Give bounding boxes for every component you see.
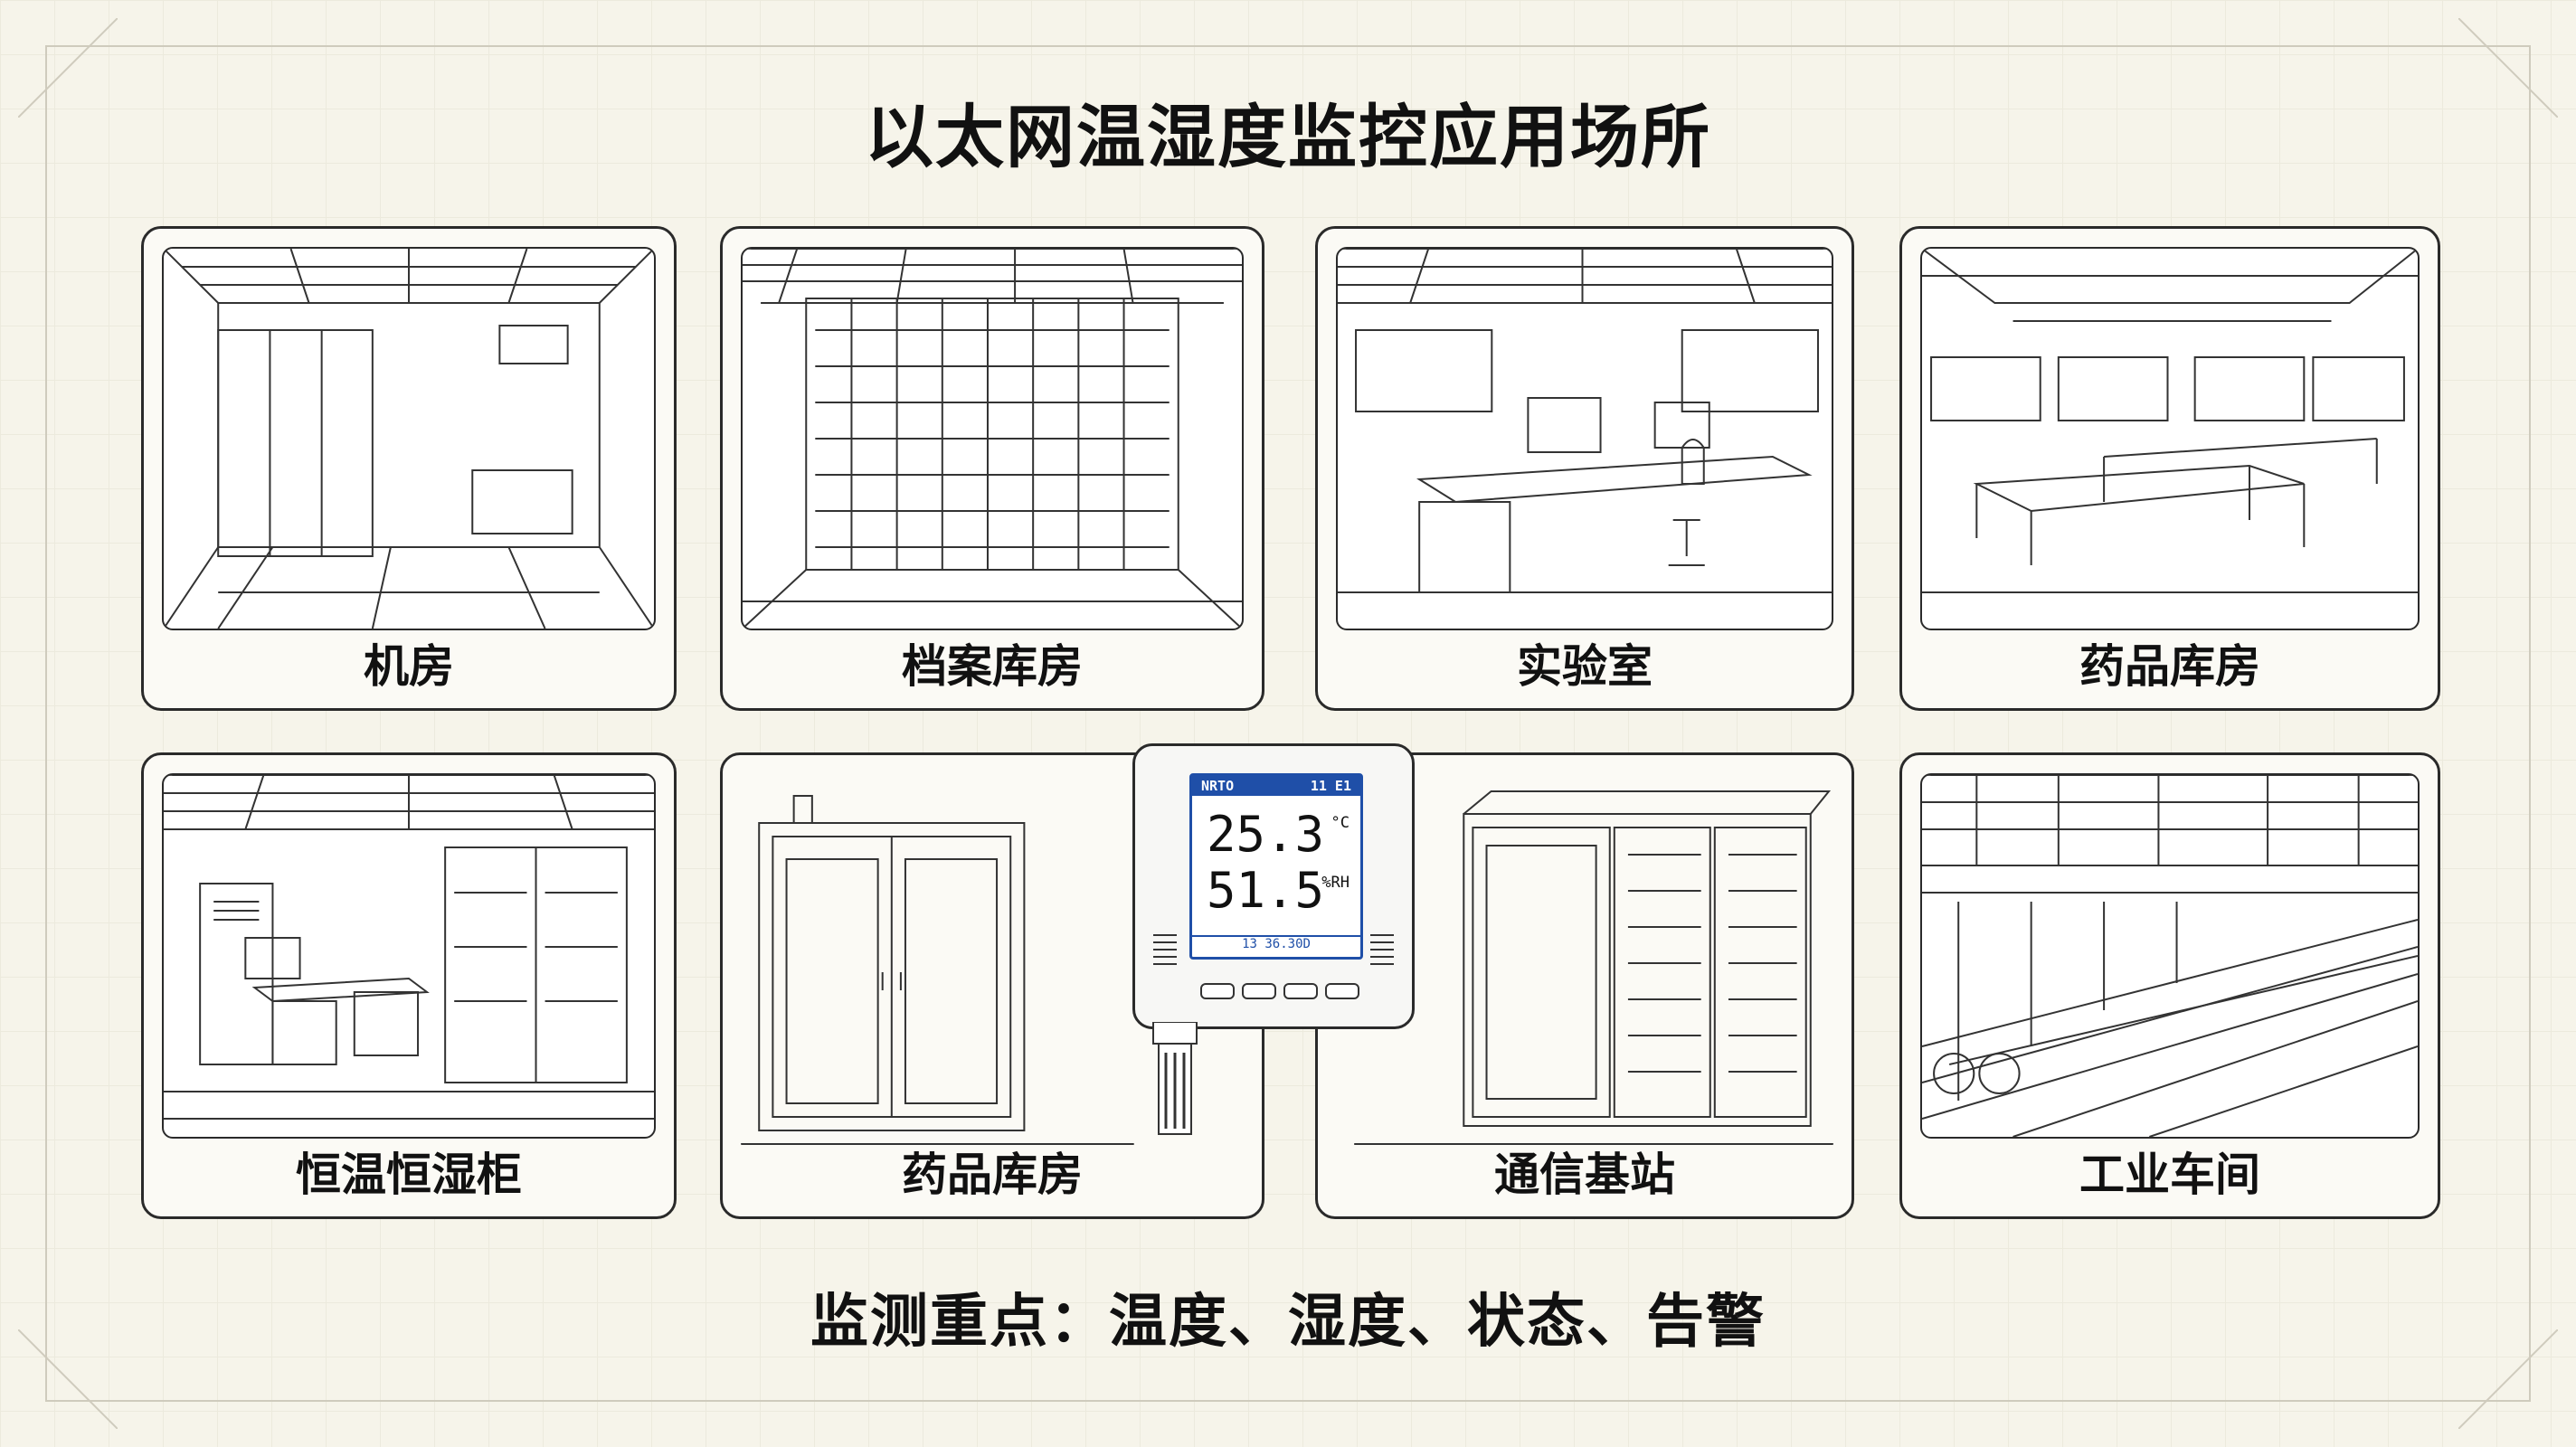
humidity-unit: %RH bbox=[1321, 874, 1350, 892]
card-label: 恒温恒湿柜 bbox=[296, 1149, 522, 1201]
device-button[interactable] bbox=[1242, 983, 1276, 999]
page-frame bbox=[45, 45, 2531, 1402]
card-label: 机房 bbox=[364, 640, 454, 693]
display-footer: 13 36.30D bbox=[1192, 935, 1360, 955]
card-pharmacy-warehouse: 药品库房 bbox=[1899, 226, 2440, 711]
device-button[interactable] bbox=[1200, 983, 1235, 999]
pharmacy-warehouse-illustration bbox=[1920, 247, 2420, 630]
card-label: 档案库房 bbox=[902, 640, 1083, 693]
display-header: NRTO 11 E1 bbox=[1192, 776, 1360, 796]
sensor-probe-icon bbox=[1152, 1022, 1198, 1135]
card-laboratory: 实验室 bbox=[1315, 226, 1854, 711]
laboratory-illustration bbox=[1336, 247, 1833, 630]
corner-ornament bbox=[17, 17, 118, 118]
telecom-base-station-illustration bbox=[1336, 773, 1833, 1153]
medicine-cabinet-illustration bbox=[741, 773, 1244, 1153]
ethernet-temp-humidity-sensor: NRTO 11 E1 25.3 °C 51.5 %RH 13 36.30D bbox=[1132, 743, 1415, 1029]
industrial-workshop-illustration bbox=[1920, 773, 2420, 1139]
card-archive-storage: 档案库房 bbox=[720, 226, 1264, 711]
sensor-display: NRTO 11 E1 25.3 °C 51.5 %RH 13 36.30D bbox=[1189, 773, 1363, 960]
device-status: 11 E1 bbox=[1310, 778, 1351, 794]
archive-storage-illustration bbox=[741, 247, 1244, 630]
climate-cabinet-illustration bbox=[162, 773, 656, 1139]
corner-ornament bbox=[2458, 1329, 2559, 1430]
card-industrial-workshop: 工业车间 bbox=[1899, 752, 2440, 1219]
corner-ornament bbox=[17, 1329, 118, 1430]
device-button[interactable] bbox=[1283, 983, 1318, 999]
temperature-unit: °C bbox=[1331, 814, 1350, 832]
server-room-illustration bbox=[162, 247, 656, 630]
vent-grille-icon bbox=[1153, 934, 1177, 965]
temperature-reading: 25.3 bbox=[1207, 806, 1325, 863]
device-button[interactable] bbox=[1325, 983, 1359, 999]
corner-ornament bbox=[2458, 17, 2559, 118]
device-brand: NRTO bbox=[1201, 778, 1235, 794]
vent-grille-icon bbox=[1370, 934, 1394, 965]
monitoring-focus-footer: 监测重点：温度、湿度、状态、告警 bbox=[810, 1289, 1766, 1356]
page-title: 以太网温湿度监控应用场所 bbox=[865, 97, 1711, 177]
card-label: 实验室 bbox=[1517, 640, 1653, 693]
card-server-room: 机房 bbox=[141, 226, 677, 711]
humidity-reading: 51.5 bbox=[1207, 862, 1325, 919]
card-label: 药品库房 bbox=[902, 1149, 1083, 1201]
card-label: 工业车间 bbox=[2079, 1149, 2260, 1201]
card-label: 药品库房 bbox=[2079, 640, 2260, 693]
card-climate-cabinet: 恒温恒湿柜 bbox=[141, 752, 677, 1219]
card-label: 通信基站 bbox=[1494, 1149, 1675, 1201]
